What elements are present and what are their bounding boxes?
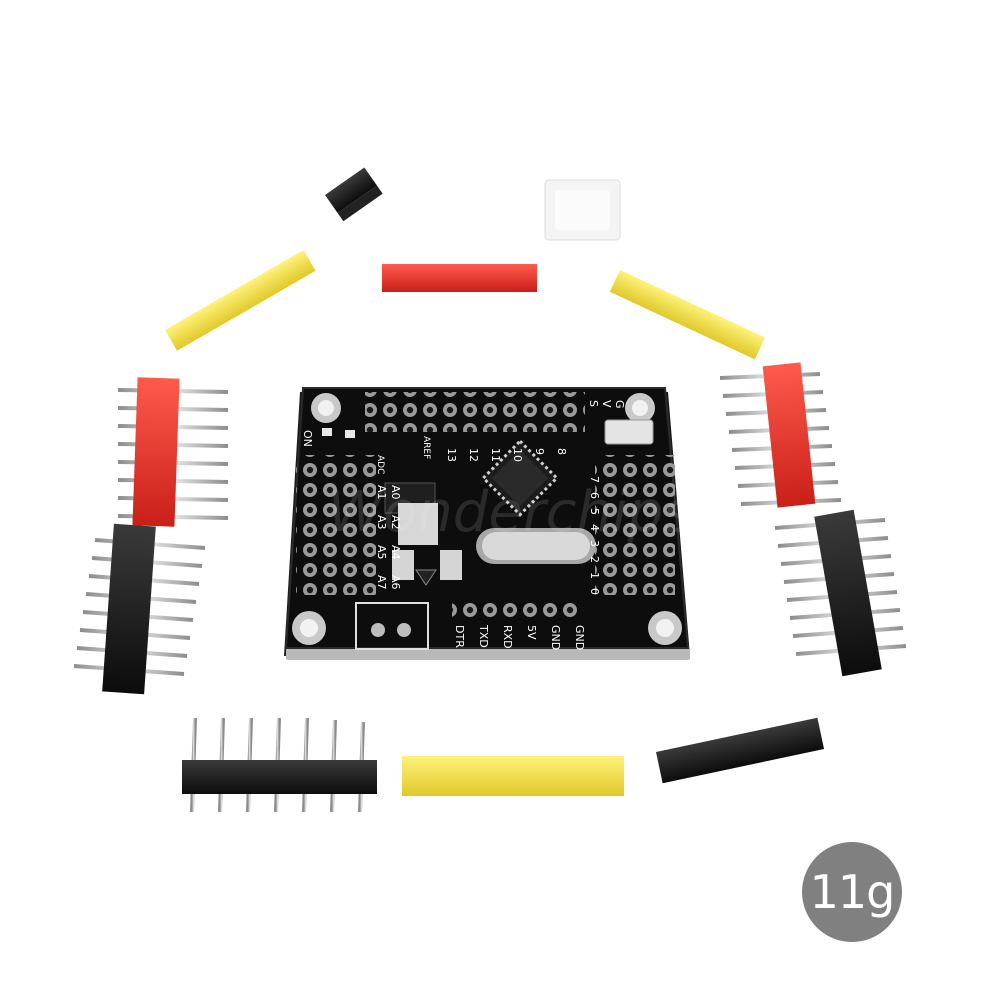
top-hole-grid <box>365 392 585 432</box>
label-pin-0: 0 <box>588 588 601 595</box>
power-header-outline <box>355 602 429 650</box>
red-header-right <box>719 362 842 508</box>
label-pin-a5: A5 <box>375 545 388 560</box>
label-5v: 5V <box>525 625 538 640</box>
label-txd: TXD <box>477 624 490 648</box>
red-header-top <box>382 250 537 325</box>
black-header-left <box>73 523 206 695</box>
bottom-hole-row <box>452 598 582 618</box>
label-g: G <box>613 400 626 409</box>
label-pin-a1: A1 <box>375 485 388 500</box>
label-on: ON <box>301 430 314 447</box>
label-s: S <box>587 400 600 407</box>
label-pin-7: 7 <box>588 476 601 483</box>
red-header-left <box>117 377 229 527</box>
label-pin-3: 3 <box>588 540 601 547</box>
crystal-oscillator <box>476 528 596 564</box>
label-pin-a4: A4 <box>389 545 402 560</box>
label-pin-11: 11 <box>489 448 502 462</box>
label-gnd-2: GND <box>573 625 586 650</box>
label-aref: AREF <box>421 436 431 459</box>
led-power <box>322 428 332 436</box>
label-pin-13: 13 <box>445 448 458 462</box>
yellow-header-top-left <box>156 228 322 370</box>
label-pin-6: 6 <box>588 492 601 499</box>
black-header-2x3 <box>317 153 385 228</box>
reset-button <box>604 419 654 445</box>
weight-label: 11g <box>809 865 896 919</box>
label-pin-1: 1 <box>588 572 601 579</box>
silkscreen-labels: 13 12 11 10 9 8 7 6 5 4 3 2 1 0 A7 A5 A3… <box>301 400 626 650</box>
label-v: V <box>600 400 613 408</box>
label-gnd: GND <box>549 625 562 650</box>
yellow-header-top-right <box>604 246 771 385</box>
label-pin-8: 8 <box>555 448 568 455</box>
mounting-holes <box>292 393 682 645</box>
label-pin-10: 10 <box>511 448 524 462</box>
pcb-board: 13 12 11 10 9 8 7 6 5 4 3 2 1 0 A7 A5 A3… <box>284 387 690 660</box>
white-jst-connector <box>544 155 621 241</box>
label-pin-a7: A7 <box>375 575 388 590</box>
label-pin-a3: A3 <box>375 515 388 530</box>
weight-badge: 11g <box>802 842 902 942</box>
black-header-right <box>774 509 907 677</box>
yellow-header-bottom <box>402 716 624 815</box>
mcu-chip <box>481 439 559 517</box>
label-pin-a0: A0 <box>389 485 402 500</box>
label-pin-9: 9 <box>533 448 546 455</box>
capacitor <box>392 550 414 580</box>
label-pin-a2: A2 <box>389 515 402 530</box>
right-hole-grid <box>595 455 675 595</box>
black-header-bottom-left <box>182 717 377 813</box>
left-hole-grid <box>296 455 376 595</box>
label-pin-a6: A6 <box>389 575 402 590</box>
label-pin-2: 2 <box>588 556 601 563</box>
led-status <box>345 430 355 438</box>
label-dtr: DTR <box>453 625 466 648</box>
diode <box>415 569 437 586</box>
label-rxd: RXD <box>501 625 514 649</box>
black-header-bottom-right <box>656 675 825 794</box>
label-adc: ADC <box>375 455 385 474</box>
label-pin-12: 12 <box>467 448 480 462</box>
label-pin-4: 4 <box>588 524 601 531</box>
capacitor <box>440 550 462 580</box>
label-pin-5: 5 <box>588 508 601 515</box>
regulator-tab <box>398 503 438 545</box>
